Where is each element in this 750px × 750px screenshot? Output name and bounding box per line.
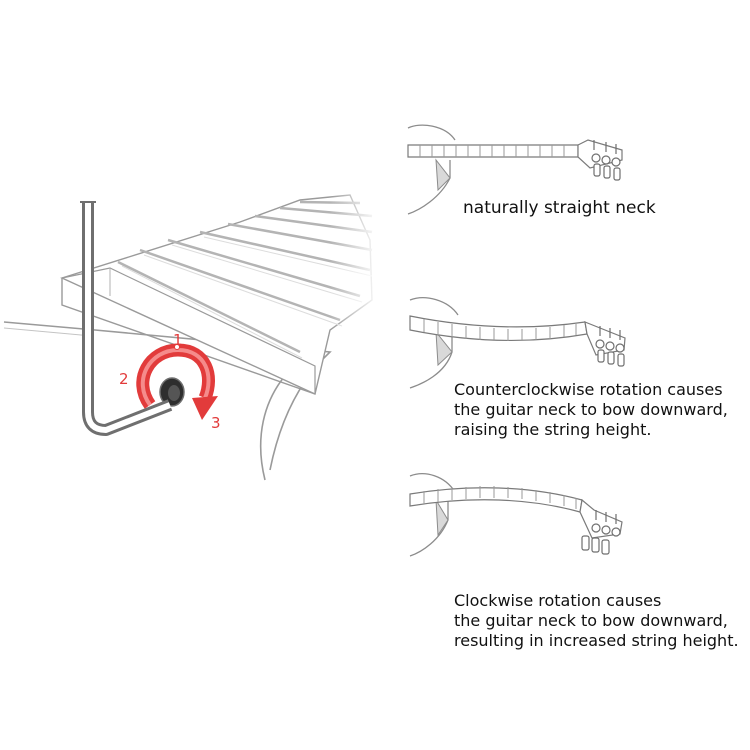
neck-counterclockwise-illustration: [409, 297, 626, 389]
caption-counterclockwise: Counterclockwise rotation causes the gui…: [454, 380, 728, 440]
tuning-pegs: [591, 140, 621, 181]
caption-clockwise: Clockwise rotation causes the guitar nec…: [454, 591, 739, 651]
neck-straight-illustration: [407, 124, 623, 215]
caption-ccw-line-3: raising the string height.: [454, 420, 652, 439]
caption-ccw-line-1: Counterclockwise rotation causes: [454, 380, 723, 399]
rotation-arrow: [136, 343, 218, 420]
caption-straight-neck: naturally straight neck: [463, 198, 656, 218]
fret-marks: [423, 486, 577, 509]
rotation-step-3: 3: [211, 414, 221, 432]
caption-cw-line-3: resulting in increased string height.: [454, 631, 739, 650]
rotation-step-1: 1: [173, 331, 183, 349]
tuning-pegs: [581, 510, 621, 555]
tuning-pegs: [595, 326, 625, 367]
neck-clockwise-illustration: [409, 473, 623, 557]
truss-rod-closeup-illustration: 1 2 3: [3, 190, 380, 481]
rotation-step-2: 2: [119, 370, 129, 388]
caption-ccw-line-2: the guitar neck to bow downward,: [454, 400, 728, 419]
caption-straight-line: naturally straight neck: [463, 198, 656, 218]
caption-cw-line-1: Clockwise rotation causes: [454, 591, 662, 610]
fret-marks: [419, 145, 565, 157]
fret-marks: [423, 319, 577, 341]
caption-cw-line-2: the guitar neck to bow downward,: [454, 611, 728, 630]
guitar-body-outline: [3, 321, 332, 471]
